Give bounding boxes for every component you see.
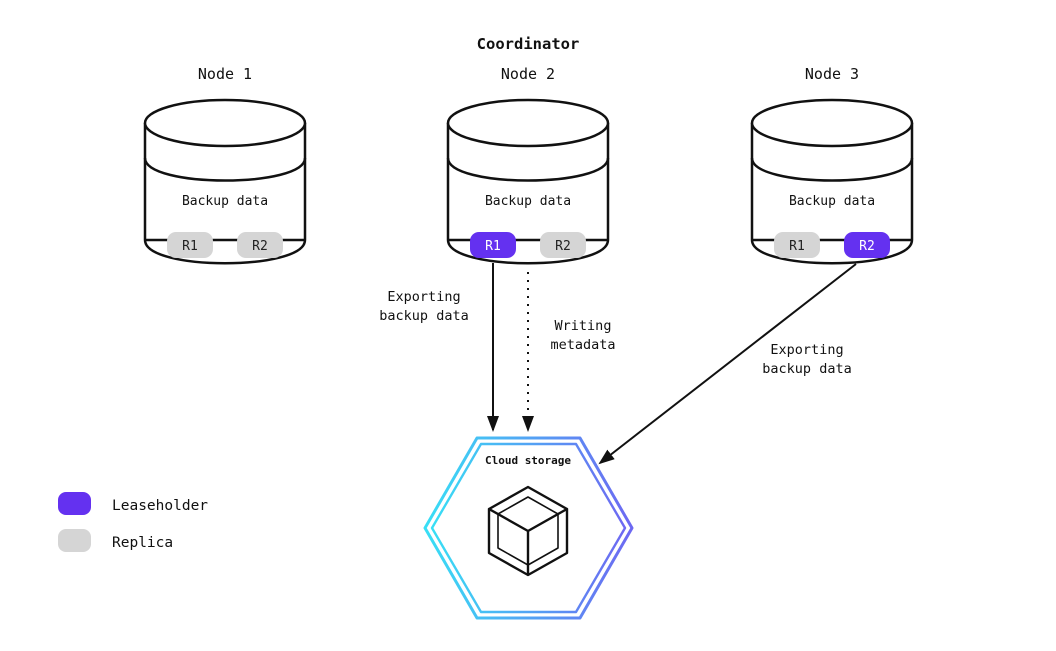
node-1-replica-badge-r1: R1 (167, 232, 213, 258)
cylinder-top (446, 98, 610, 148)
node-3-leaseholder-badge-r2: R2 (844, 232, 890, 258)
badge-label: R2 (555, 239, 571, 254)
cloud-storage: Cloud storage (423, 436, 634, 620)
badge-shape (237, 232, 283, 258)
cylinder-rim (750, 157, 914, 182)
node-1-replica-badge-r2: R2 (237, 232, 283, 258)
export-label-node3-line1: Exporting (770, 342, 843, 358)
coordinator-title: Coordinator (477, 35, 580, 53)
cylinder-body (750, 123, 914, 265)
node-2-leaseholder-badge-r1: R1 (470, 232, 516, 258)
export-arrow-node3 (598, 263, 857, 465)
cloud-hexagon-inner (430, 442, 627, 614)
node-3-backup-label: Backup data (789, 194, 875, 209)
node-1: Node 1 Backup data R1 R2 (143, 65, 307, 265)
node-2-label: Node 2 (501, 65, 555, 83)
cylinder-top (750, 98, 914, 148)
cylinder-body (143, 123, 307, 265)
badge-label: R1 (182, 239, 198, 254)
cube-inner (497, 496, 559, 566)
leaseholder-swatch (58, 492, 91, 515)
node-1-backup-label: Backup data (182, 194, 268, 209)
leaseholder-legend-label: Leaseholder (112, 498, 208, 514)
node-3-database-icon (750, 98, 914, 265)
cloud-storage-label: Cloud storage (485, 454, 571, 467)
legend: Leaseholder Replica (58, 492, 208, 552)
export-label-node2-line1: Exporting (387, 289, 460, 305)
cube-icon (487, 485, 569, 577)
badge-shape (844, 232, 890, 258)
replica-swatch (58, 529, 91, 552)
node-2-replica-badge-r2: R2 (540, 232, 586, 258)
node-3-label: Node 3 (805, 65, 859, 83)
node-2-backup-label: Backup data (485, 194, 571, 209)
cylinder-rim (446, 157, 610, 182)
metadata-label-line1: Writing (555, 318, 612, 334)
badge-label: R2 (859, 239, 875, 254)
cylinder-body (446, 123, 610, 265)
node-1-label: Node 1 (198, 65, 252, 83)
arrows: Exporting backup data Writing metadata E… (379, 263, 857, 465)
badge-label: R2 (252, 239, 268, 254)
badge-shape (774, 232, 820, 258)
cylinder-rim (143, 157, 307, 182)
export-label-node2-line2: backup data (379, 308, 468, 324)
node-2: Node 2 Backup data R1 R2 (446, 65, 610, 265)
replica-legend-label: Replica (112, 535, 173, 551)
badge-shape (470, 232, 516, 258)
node-3: Node 3 Backup data R1 R2 (750, 65, 914, 265)
export-label-node3-line2: backup data (762, 361, 851, 377)
node-1-database-icon (143, 98, 307, 265)
badge-shape (167, 232, 213, 258)
node-3-replica-badge-r1: R1 (774, 232, 820, 258)
badge-label: R1 (485, 239, 501, 254)
badge-shape (540, 232, 586, 258)
badge-label: R1 (789, 239, 805, 254)
cylinder-top (143, 98, 307, 148)
metadata-label-line2: metadata (550, 337, 615, 353)
